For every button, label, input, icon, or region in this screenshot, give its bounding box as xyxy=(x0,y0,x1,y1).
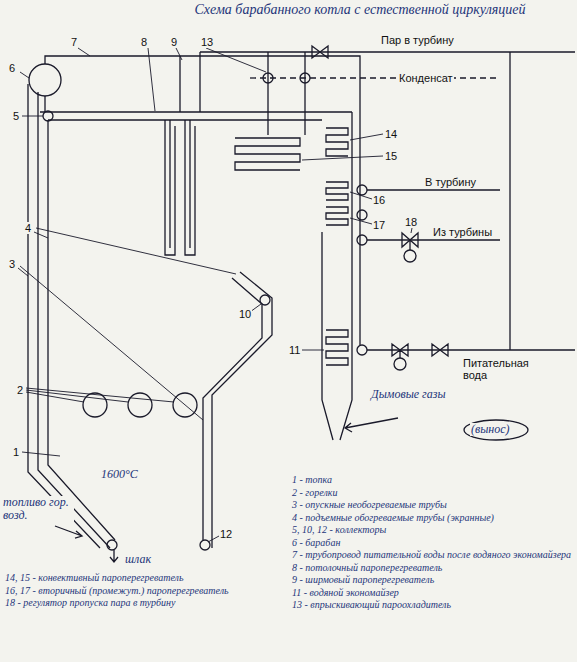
callout-number: 14 xyxy=(384,128,398,140)
note-circle xyxy=(464,420,528,440)
callout-number: 15 xyxy=(384,150,398,162)
legend-entry: 7 - трубопровод питательной воды после в… xyxy=(291,549,573,561)
callout-number: 18 xyxy=(404,216,418,228)
header xyxy=(357,210,367,220)
legend-entry: 16, 17 - вторичный (промежут.) пароперег… xyxy=(4,585,288,597)
platen-superheater xyxy=(165,120,195,255)
callout-number: 10 xyxy=(238,308,252,320)
callout-number: 13 xyxy=(200,36,214,48)
steam-line xyxy=(180,52,575,350)
legend-entry: 9 - ширмовый пароперегреватель xyxy=(291,574,573,586)
legend-entry: 18 - регулятор пропуска пара в турбину xyxy=(4,597,288,609)
callout-number: 6 xyxy=(8,62,16,74)
feed-valves xyxy=(392,344,448,358)
note: 1600°С xyxy=(100,468,139,481)
valve-drive xyxy=(394,358,406,370)
economizer xyxy=(326,330,348,365)
bypass-valve xyxy=(402,233,418,250)
legend-entry: 2 - горелки xyxy=(291,487,573,499)
drum-connection xyxy=(44,96,45,112)
title: Схема барабанного котла с естественной ц… xyxy=(150,2,570,18)
callout-number: 3 xyxy=(8,258,16,270)
note: шлак xyxy=(124,553,152,566)
feedwater-pipe xyxy=(45,56,360,345)
convective-superheater xyxy=(235,128,348,170)
callout-number: 5 xyxy=(12,110,20,122)
desuperheater xyxy=(263,73,273,83)
note: Дымовые газы xyxy=(370,388,450,401)
slag-arrow xyxy=(110,550,118,562)
valve-drive xyxy=(404,250,416,262)
reheater xyxy=(326,182,348,225)
callout-number: 1 xyxy=(12,446,20,458)
callout-number: 12 xyxy=(219,528,233,540)
callout-number: 8 xyxy=(140,36,148,48)
legend-entry: 14, 15 - конвективный пароперегреватель xyxy=(4,572,288,584)
convective-shaft xyxy=(322,112,352,440)
callout-number: 17 xyxy=(372,219,386,231)
legend-entry: 8 - потолочный пароперегреватель xyxy=(291,562,573,574)
collector xyxy=(107,540,117,550)
collector xyxy=(260,295,270,305)
callout-number: 4 xyxy=(24,222,32,234)
flow-label: Из турбины xyxy=(432,226,493,238)
flue-gas-arrow xyxy=(345,418,398,432)
callout-number: 7 xyxy=(70,36,78,48)
boiler-drawing xyxy=(18,46,575,562)
reheat-lines xyxy=(367,190,575,350)
header xyxy=(357,345,367,355)
furnace-right-wall xyxy=(203,272,272,548)
condensate-line xyxy=(250,77,500,78)
steam-valve xyxy=(312,46,328,58)
legend-entry: 1 - топка xyxy=(291,474,573,486)
callout-number: 2 xyxy=(16,384,24,396)
flow-label: Пар в турбину xyxy=(380,34,455,46)
collector xyxy=(43,111,53,121)
fuel-arrow xyxy=(55,526,82,538)
note: топливо гор. возд. xyxy=(2,496,74,522)
legend-entry: 4 - подъемные обогреваемые трубы (экранн… xyxy=(291,512,573,524)
flow-label: Конденсат xyxy=(398,72,454,84)
callout-number: 9 xyxy=(170,36,178,48)
note: (вынос) xyxy=(470,423,511,436)
legend-entry: 6 - барабан xyxy=(291,537,573,549)
flow-label: В турбину xyxy=(424,176,477,188)
burner xyxy=(128,393,152,417)
flow-label: Питательная вода xyxy=(462,357,552,381)
drum xyxy=(29,64,61,96)
legend-entry: 5, 10, 12 - коллекторы xyxy=(291,524,573,536)
burner xyxy=(83,393,107,417)
desuperheater xyxy=(300,73,310,83)
leader-lines xyxy=(18,48,412,542)
legend-entry: 3 - опускные необогреваемые трубы xyxy=(291,499,573,511)
legend-entry: 11 - водяной экономайзер xyxy=(291,587,573,599)
legend-entry: 13 - впрыскивающий пароохладитель xyxy=(291,599,573,611)
header xyxy=(357,185,367,195)
callout-number: 11 xyxy=(288,344,301,356)
downcomer-tube xyxy=(28,84,100,548)
header xyxy=(357,235,367,245)
callout-number: 16 xyxy=(372,194,386,206)
